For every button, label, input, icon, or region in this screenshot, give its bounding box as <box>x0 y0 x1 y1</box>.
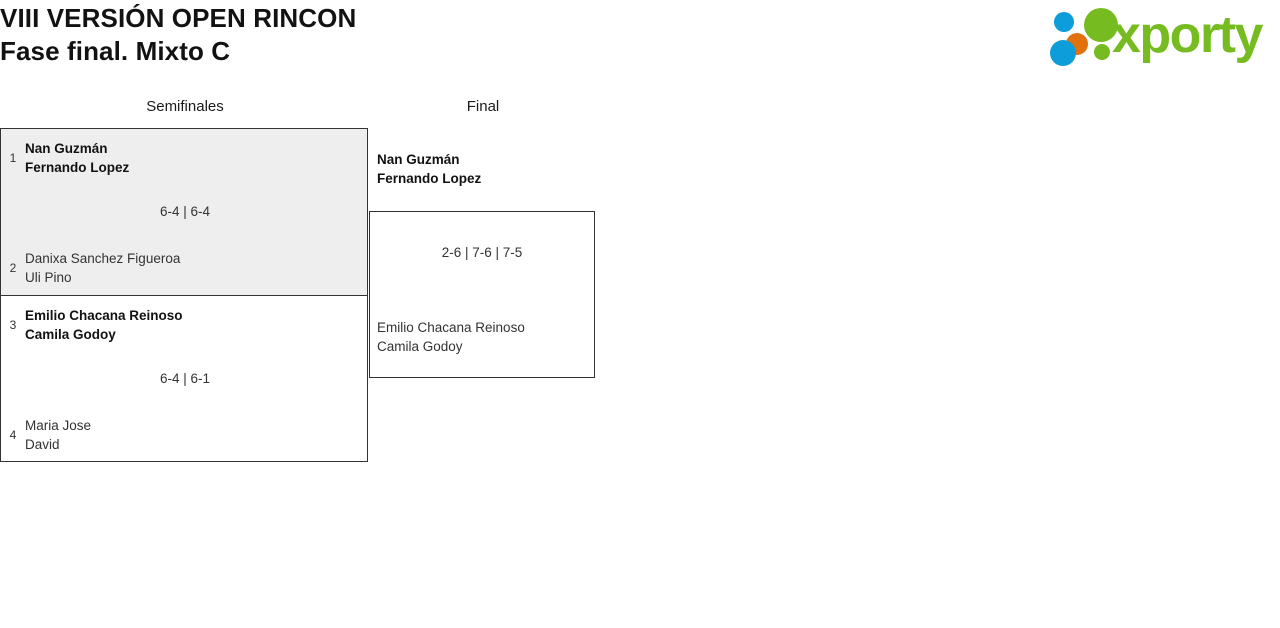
logo-dot-green-large-icon <box>1084 8 1118 42</box>
final-match-score: 2-6 | 7-6 | 7-5 <box>441 245 523 260</box>
player-name: Emilio Chacana Reinoso <box>25 308 183 323</box>
match-score: 6-4 | 6-1 <box>159 371 211 386</box>
player-name: Fernando Lopez <box>25 160 130 175</box>
match-score: 6-4 | 6-4 <box>159 204 211 219</box>
player-name: Emilio Chacana Reinoso <box>377 320 525 335</box>
tournament-phase: Fase final. Mixto C <box>0 36 231 66</box>
final-team-winner[interactable]: Nan Guzmán Fernando Lopez <box>377 150 607 188</box>
player-name: Camila Godoy <box>377 339 463 354</box>
match-team-top[interactable]: 3 Emilio Chacana Reinoso Camila Godoy <box>1 306 361 344</box>
team-players: Emilio Chacana Reinoso Camila Godoy <box>25 306 183 344</box>
logo-dot-blue-top-icon <box>1054 12 1074 32</box>
team-players: Maria Jose David <box>25 416 91 454</box>
seed-number: 1 <box>9 151 17 165</box>
logo-dot-green-small-icon <box>1094 44 1110 60</box>
match-team-top[interactable]: 1 Nan Guzmán Fernando Lopez <box>1 139 361 177</box>
player-name: Fernando Lopez <box>377 171 482 186</box>
page-header: VIII VERSIÓN OPEN RINCON Fase final. Mix… <box>0 0 1280 80</box>
player-name: Maria Jose <box>25 418 92 433</box>
xporty-logo[interactable]: xporty <box>1050 6 1276 66</box>
player-name: David <box>25 437 60 452</box>
seed-number: 4 <box>9 428 17 442</box>
semifinal-match-2[interactable]: 3 Emilio Chacana Reinoso Camila Godoy 6-… <box>0 295 368 462</box>
player-name: Uli Pino <box>25 270 72 285</box>
semifinal-match-1[interactable]: 1 Nan Guzmán Fernando Lopez 6-4 | 6-4 2 … <box>0 128 368 295</box>
tournament-name: VIII VERSIÓN OPEN RINCON <box>0 3 357 33</box>
match-team-bottom[interactable]: 4 Maria Jose David <box>1 416 361 454</box>
player-name: Camila Godoy <box>25 327 116 342</box>
round-heading-final: Final <box>466 98 500 115</box>
team-players: Danixa Sanchez Figueroa Uli Pino <box>25 249 180 287</box>
logo-wordmark: xporty <box>1112 6 1263 64</box>
tournament-title-block: VIII VERSIÓN OPEN RINCON Fase final. Mix… <box>0 2 356 68</box>
final-team-runnerup[interactable]: Emilio Chacana Reinoso Camila Godoy <box>377 318 607 356</box>
seed-number: 2 <box>9 261 17 275</box>
player-name: Nan Guzmán <box>377 152 460 167</box>
player-name: Danixa Sanchez Figueroa <box>25 251 181 266</box>
player-name: Nan Guzmán <box>25 141 108 156</box>
final-match-box[interactable] <box>369 211 595 378</box>
seed-number: 3 <box>9 318 17 332</box>
logo-dot-blue-bottom-icon <box>1050 40 1076 66</box>
round-heading-semifinales: Semifinales <box>146 98 224 115</box>
match-team-bottom[interactable]: 2 Danixa Sanchez Figueroa Uli Pino <box>1 249 361 287</box>
team-players: Nan Guzmán Fernando Lopez <box>25 139 129 177</box>
